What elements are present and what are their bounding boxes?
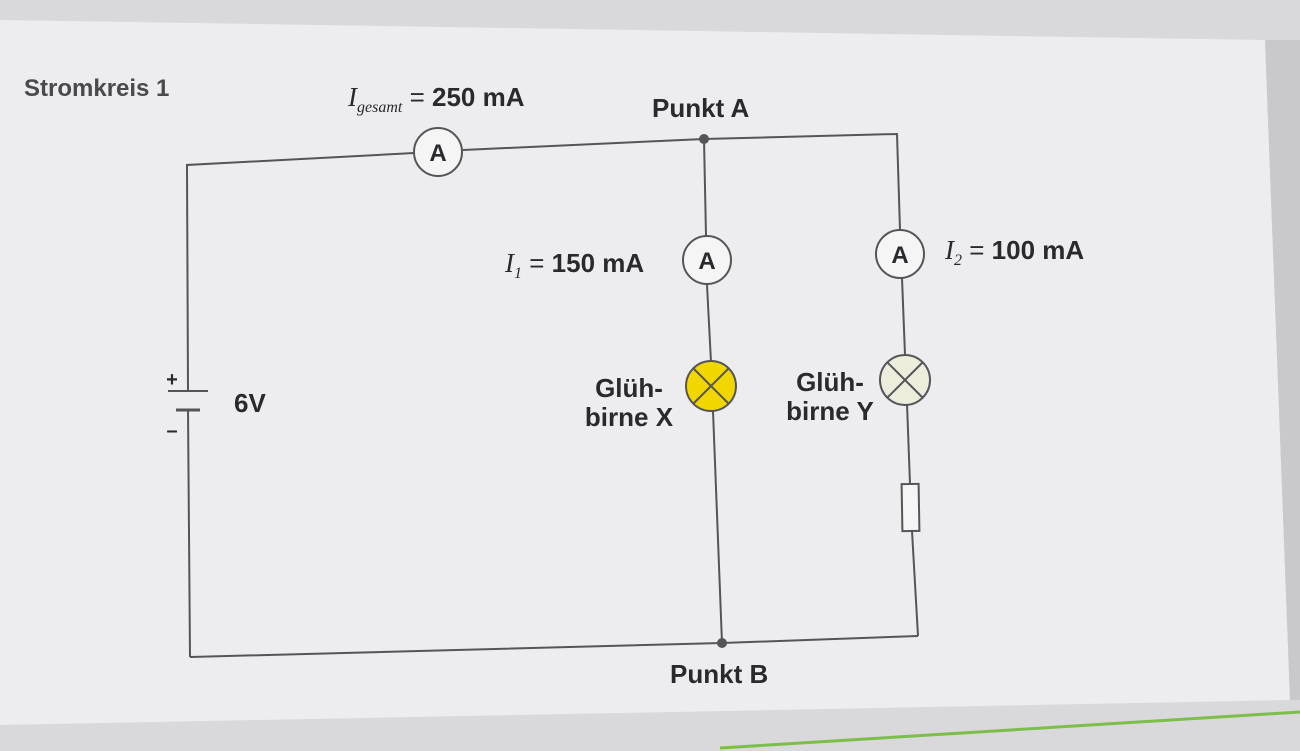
ammeter-total-symbol: A — [429, 140, 446, 167]
battery-minus: – — [166, 420, 177, 442]
current-i2-label: I2 = 100 mA — [945, 235, 1084, 270]
ammeter-total: A — [413, 127, 463, 177]
wire-top-left — [186, 152, 415, 168]
bulb-x-label: Glüh- birne X — [578, 373, 680, 433]
wire-mid-1 — [703, 138, 707, 237]
current-total-label: Igesamt = 250 mA — [348, 82, 524, 117]
bulb-y-label-line1: Glüh- — [796, 367, 864, 397]
wire-mid-3 — [712, 410, 723, 644]
current-total-value: 250 mA — [431, 82, 525, 112]
bulb-y-label: Glüh- birne Y — [779, 367, 881, 427]
ammeter-i1: A — [682, 235, 732, 285]
current-i1-subscript: 1 — [514, 265, 522, 283]
current-i2-equals: = — [969, 235, 985, 265]
point-b-label: Punkt B — [670, 659, 769, 689]
current-total-symbol: I — [348, 82, 357, 112]
current-total-subscript: gesamt — [357, 99, 403, 117]
current-i1-equals: = — [529, 248, 545, 278]
wire-right-3 — [911, 530, 919, 637]
point-a-label: Punkt A — [652, 93, 750, 123]
current-i2-symbol: I — [945, 235, 954, 265]
wire-mid-2 — [706, 284, 712, 363]
battery-voltage-label: 6V — [234, 388, 266, 418]
paper-shadow — [1265, 40, 1300, 700]
current-i2-value: 100 mA — [991, 235, 1085, 265]
paper-sheet — [0, 20, 1290, 725]
battery-symbol — [168, 390, 208, 412]
current-i2-subscript: 2 — [954, 252, 962, 270]
bulb-x-label-line1: Glüh- — [595, 373, 663, 403]
ammeter-i2-symbol: A — [891, 242, 908, 269]
bulb-y — [879, 354, 931, 406]
wire-left — [186, 167, 189, 392]
current-i1-value: 150 mA — [551, 248, 645, 278]
junction-b — [717, 638, 727, 648]
bulb-x-label-line2: birne X — [584, 402, 674, 433]
current-total-equals: = — [409, 82, 425, 112]
wire-left-lower — [187, 409, 191, 658]
bulb-x — [685, 360, 737, 412]
green-edge — [719, 710, 1300, 750]
wire-top-right — [462, 132, 901, 231]
diagram-title: Stromkreis 1 — [24, 75, 170, 102]
junction-a — [699, 134, 709, 144]
battery-plus: + — [166, 369, 178, 391]
ammeter-i2: A — [875, 229, 925, 279]
wire-right-1 — [901, 277, 906, 356]
wire-right-2 — [906, 403, 911, 485]
resistor — [900, 482, 921, 533]
ammeter-i1-symbol: A — [698, 248, 715, 275]
current-i1-label: I1 = 150 mA — [505, 248, 644, 283]
current-i1-symbol: I — [505, 248, 514, 278]
bulb-y-label-line2: birne Y — [786, 396, 874, 427]
